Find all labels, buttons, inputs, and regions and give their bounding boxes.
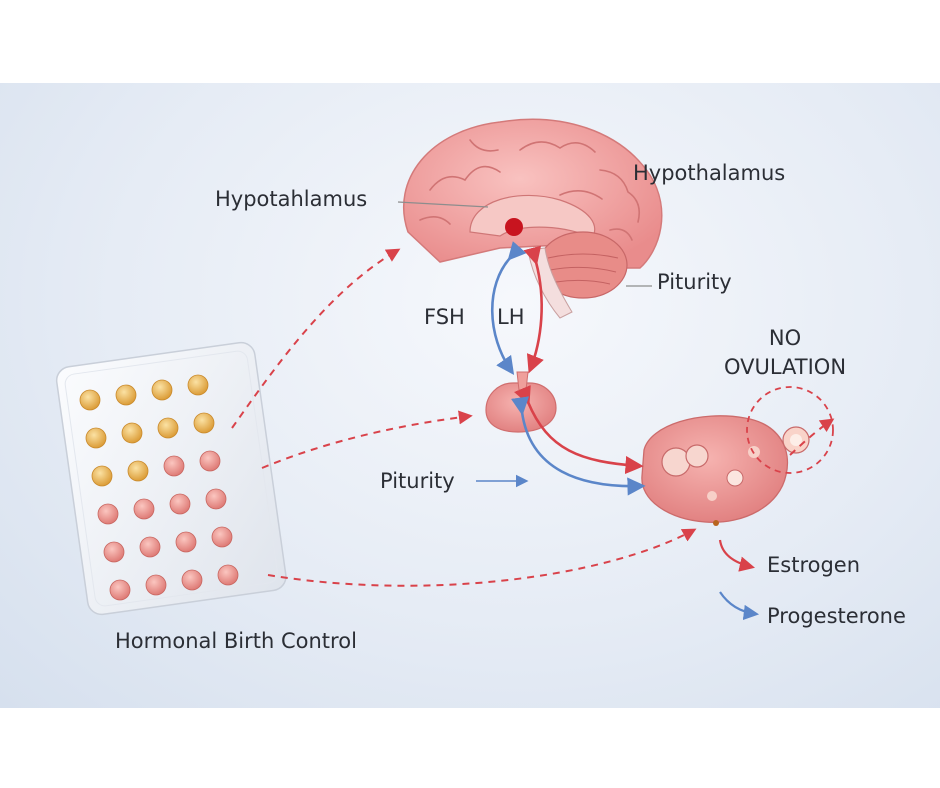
- progesterone-arrow: [719, 591, 760, 621]
- pill: [121, 422, 143, 444]
- pill: [109, 579, 131, 601]
- ovary-illustration: [641, 386, 834, 526]
- pill: [193, 412, 215, 434]
- diagram-panel: Hypotahlamus Hypothalamus Piturity FSH L…: [0, 83, 940, 708]
- pituitary-mid-label: Piturity: [380, 469, 455, 493]
- pill: [115, 384, 137, 406]
- pill-pack: [55, 341, 287, 616]
- pill: [157, 417, 179, 439]
- lh-label: LH: [497, 305, 525, 329]
- diagram-artwork: [55, 118, 835, 621]
- estrogen-label: Estrogen: [767, 553, 861, 577]
- pill-grid: [79, 374, 239, 601]
- hypothalamus-right-label: Hypothalamus: [633, 161, 786, 185]
- pill: [199, 450, 221, 472]
- pill: [133, 498, 155, 520]
- pill: [163, 455, 185, 477]
- brain-illustration: [397, 118, 663, 319]
- birth-control-label: Hormonal Birth Control: [115, 629, 357, 653]
- pill: [127, 460, 149, 482]
- pituitary-top-label: Piturity: [657, 270, 732, 294]
- pill: [97, 503, 119, 525]
- pill: [85, 427, 107, 449]
- progesterone-label: Progesterone: [767, 604, 906, 628]
- pill: [91, 465, 113, 487]
- pill: [169, 493, 191, 515]
- fsh-label: FSH: [424, 305, 465, 329]
- pill: [181, 569, 203, 591]
- estrogen-arrow: [718, 539, 755, 572]
- pituitary-gland: [485, 371, 557, 433]
- pill: [79, 389, 101, 411]
- fsh-lh-arrows: [490, 241, 544, 375]
- pill: [151, 379, 173, 401]
- red-dashed-arrows: [231, 248, 835, 587]
- pill: [175, 531, 197, 553]
- pill: [217, 564, 239, 586]
- pill: [211, 526, 233, 548]
- pill: [103, 541, 125, 563]
- pituitary-ovary-arrows: [510, 385, 646, 496]
- no-label: NO: [768, 326, 802, 350]
- pill: [145, 574, 167, 596]
- hypothalamus-left-label: Hypotahlamus: [215, 187, 368, 211]
- ovulation-label: OVULATION: [723, 355, 847, 379]
- pill: [139, 536, 161, 558]
- pill: [205, 488, 227, 510]
- pill: [187, 374, 209, 396]
